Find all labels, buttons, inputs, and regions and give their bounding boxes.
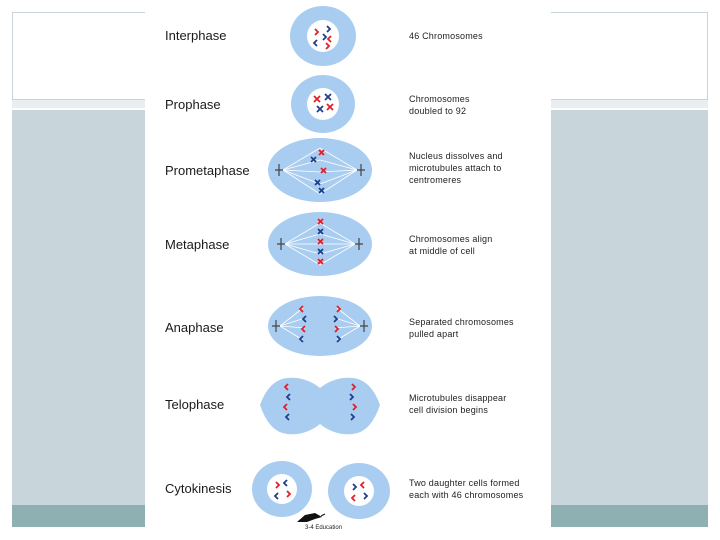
desc-line: cell division begins <box>409 405 489 415</box>
prophase-cell <box>291 75 355 133</box>
metaphase-cell <box>268 212 372 276</box>
anaphase-cell <box>268 296 372 356</box>
stage-desc-cytokinesis: Two daughter cells formed each with 46 c… <box>409 477 549 501</box>
telophase-cell <box>260 377 380 435</box>
stage-label-prometaphase: Prometaphase <box>165 163 250 178</box>
stage-desc-interphase: 46 Chromosomes <box>409 30 549 42</box>
desc-line: each with 46 chromosomes <box>409 490 524 500</box>
stage-desc-anaphase: Separated chromosomes pulled apart <box>409 316 549 340</box>
desc-line: pulled apart <box>409 329 459 339</box>
stage-desc-metaphase: Chromosomes align at middle of cell <box>409 233 549 257</box>
stage-label-cytokinesis: Cytokinesis <box>165 481 232 496</box>
stage-label-prophase: Prophase <box>165 97 221 112</box>
prometaphase-cell <box>268 138 372 202</box>
desc-line: at middle of cell <box>409 246 475 256</box>
desc-line: Nucleus dissolves and <box>409 151 503 161</box>
desc-line: 46 Chromosomes <box>409 31 483 41</box>
stage-desc-telophase: Microtubules disappear cell division beg… <box>409 392 549 416</box>
mitosis-figure: Interphase Prophase Prometaphase Metapha… <box>145 0 551 540</box>
cytokinesis-cells <box>252 461 390 519</box>
stage-label-interphase: Interphase <box>165 28 227 43</box>
stage-label-telophase: Telophase <box>165 397 225 412</box>
desc-line: Two daughter cells formed <box>409 478 520 488</box>
stage-label-metaphase: Metaphase <box>165 237 230 252</box>
publisher-logo-icon <box>297 513 326 522</box>
publisher-credit: 3-4 Education <box>305 525 343 531</box>
desc-line: Separated chromosomes <box>409 317 514 327</box>
stage-desc-prophase: Chromosomes doubled to 92 <box>409 93 549 117</box>
desc-line: centromeres <box>409 175 462 185</box>
stage-desc-prometaphase: Nucleus dissolves and microtubules attac… <box>409 150 549 186</box>
desc-line: microtubules attach to <box>409 163 502 173</box>
stage-label-anaphase: Anaphase <box>165 320 224 335</box>
desc-line: Chromosomes <box>409 94 470 104</box>
desc-line: doubled to 92 <box>409 106 467 116</box>
desc-line: Chromosomes align <box>409 234 493 244</box>
cell-illustrations <box>252 6 390 522</box>
interphase-cell <box>290 6 356 66</box>
desc-line: Microtubules disappear <box>409 393 507 403</box>
